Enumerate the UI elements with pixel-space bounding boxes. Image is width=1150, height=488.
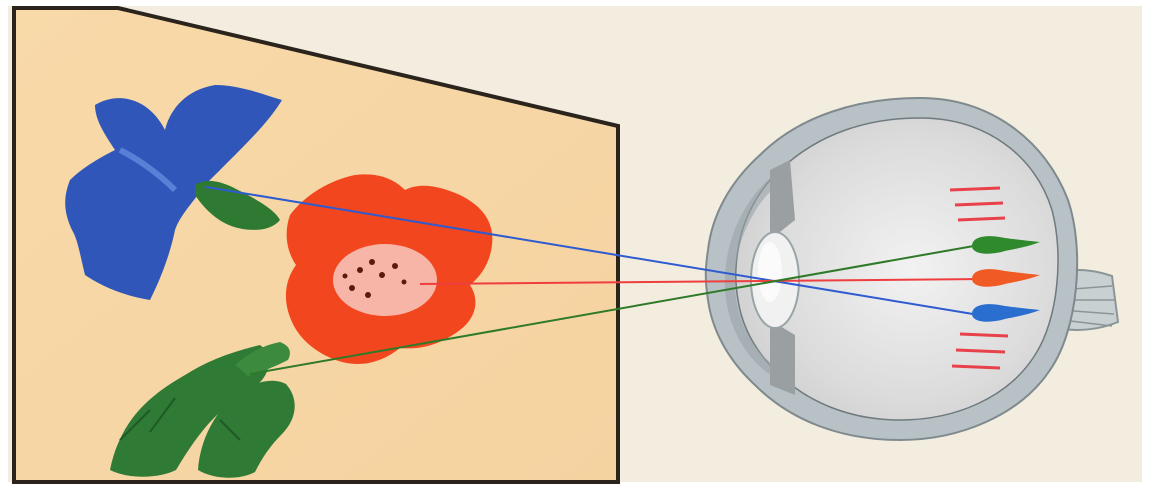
poppy-center bbox=[333, 244, 437, 316]
